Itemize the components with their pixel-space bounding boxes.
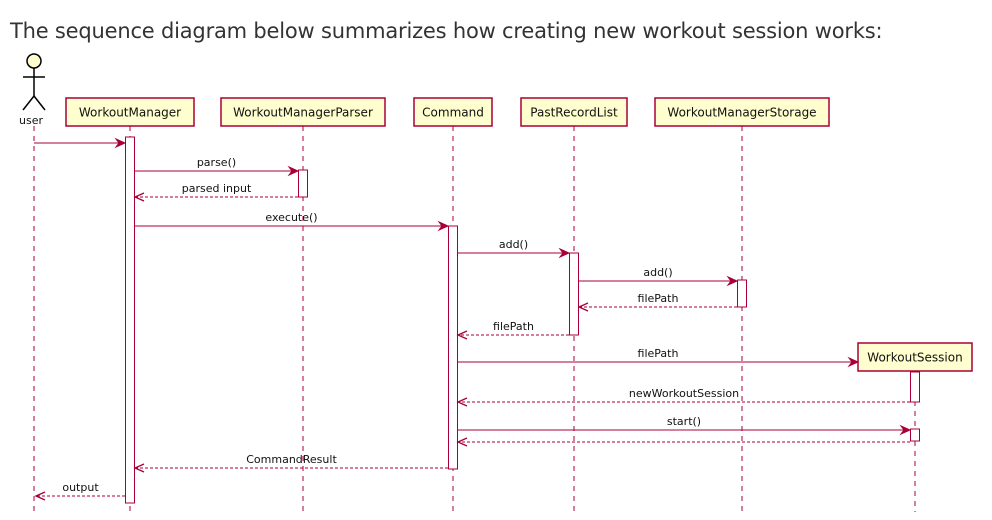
- actor-leg-left: [22, 95, 35, 111]
- participant-box-workoutmanagerparser: [220, 97, 386, 127]
- message-arrowhead-2: [287, 165, 300, 177]
- message-label-13: CommandResult: [246, 453, 337, 466]
- message-arrowhead-7: [577, 302, 589, 312]
- activation-bar-workoutmanager-1: [125, 136, 135, 504]
- participant-box-workoutmanager: [65, 97, 195, 127]
- message-label-8: filePath: [493, 320, 534, 333]
- activation-bar-workoutsession-1: [910, 371, 920, 403]
- actor-head: [26, 53, 42, 69]
- message-label-4: execute(): [265, 211, 317, 224]
- message-arrowhead-3: [133, 192, 145, 202]
- message-label-9: filePath: [638, 347, 679, 360]
- message-label-2: parse(): [197, 156, 236, 169]
- activation-bar-workoutmanagerparser-1: [298, 169, 308, 198]
- activation-bar-command-1: [448, 225, 458, 470]
- message-arrowhead-5: [558, 247, 571, 259]
- participant-box-command: [413, 97, 493, 127]
- activation-bar-workoutmanagerstorage-1: [737, 279, 747, 308]
- actor-label: user: [19, 114, 43, 127]
- message-arrowhead-11: [899, 424, 912, 436]
- user-actor-icon: [22, 53, 46, 111]
- participant-label-command: Command: [422, 106, 484, 120]
- message-label-3: parsed input: [182, 182, 252, 195]
- participant-label-pastrecordlist: PastRecordList: [530, 106, 618, 120]
- message-label-5: add(): [499, 238, 528, 251]
- message-arrowhead-6: [726, 275, 739, 287]
- participant-box-workoutmanagerstorage: [654, 97, 830, 127]
- message-arrowhead-12: [456, 437, 468, 447]
- participant-label-workoutmanagerparser: WorkoutManagerParser: [233, 106, 373, 120]
- participant-label-workoutmanager: WorkoutManager: [79, 106, 181, 120]
- message-label-7: filePath: [638, 292, 679, 305]
- message-arrowhead-1: [114, 137, 127, 149]
- message-arrowhead-10: [456, 397, 468, 407]
- participant-label-workoutsession: WorkoutSession: [867, 351, 962, 365]
- participant-box-workoutsession: [857, 342, 973, 372]
- message-arrowhead-4: [437, 220, 450, 232]
- activation-bar-workoutsession-2: [910, 428, 920, 442]
- message-arrowhead-9: [847, 356, 860, 368]
- activation-bar-pastrecordlist-1: [569, 252, 579, 336]
- message-arrowhead-8: [456, 330, 468, 340]
- message-label-14: output: [62, 481, 99, 494]
- message-label-10: newWorkoutSession: [629, 387, 739, 400]
- message-arrowhead-14: [34, 491, 46, 501]
- intro-text: The sequence diagram below summarizes ho…: [10, 19, 883, 43]
- message-label-6: add(): [643, 266, 672, 279]
- message-label-11: start(): [667, 415, 701, 428]
- actor-leg-right: [33, 95, 46, 111]
- participant-box-pastrecordlist: [520, 97, 628, 127]
- message-arrowhead-13: [133, 463, 145, 473]
- participant-label-workoutmanagerstorage: WorkoutManagerStorage: [667, 106, 816, 120]
